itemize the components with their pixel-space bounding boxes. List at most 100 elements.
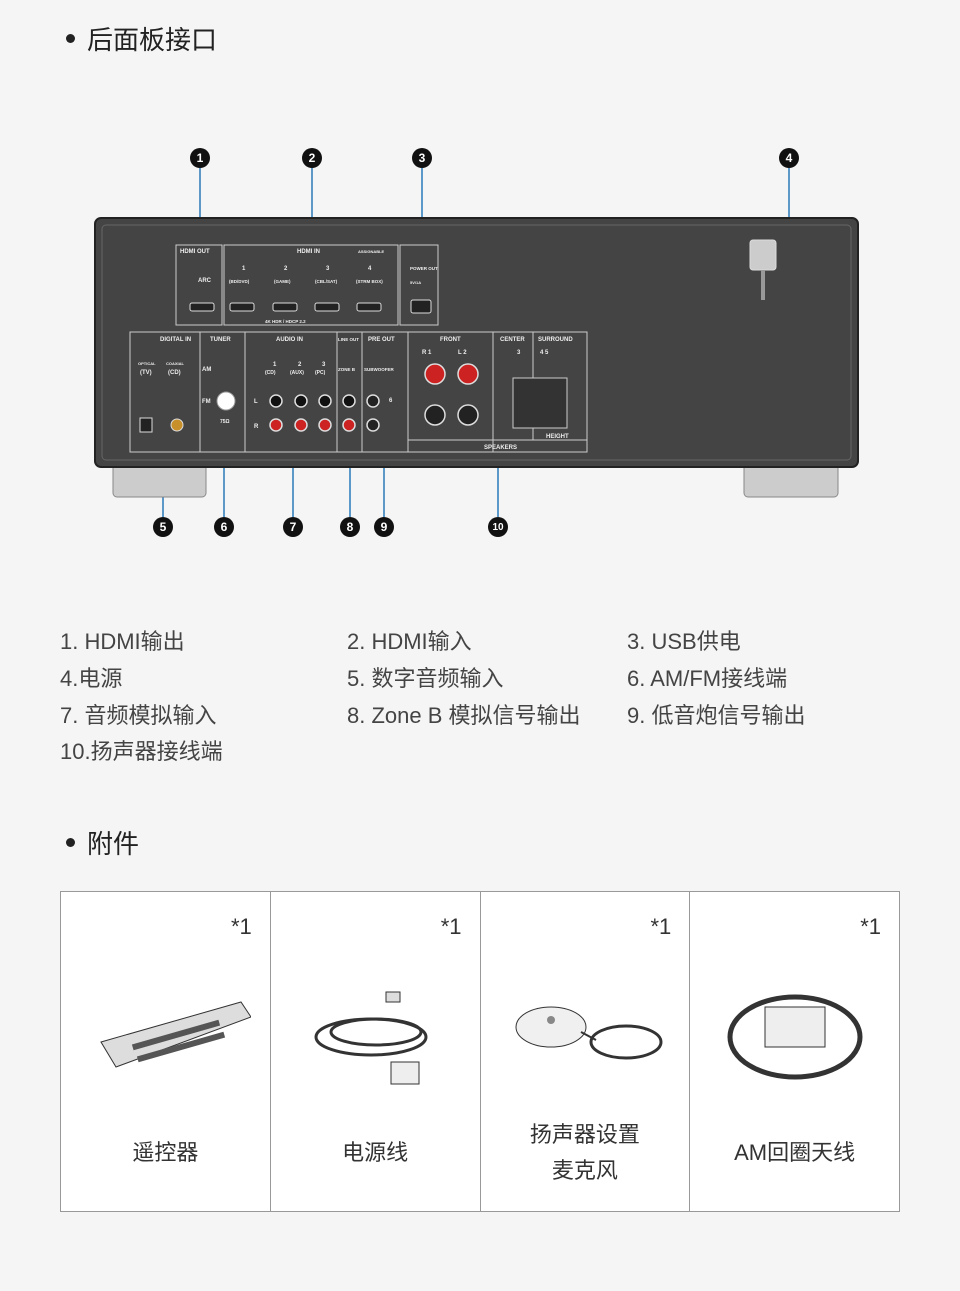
panel-shape <box>175 244 223 326</box>
quantity: *1 <box>650 914 672 939</box>
panel-shape <box>223 244 399 326</box>
panel-shape <box>424 363 446 385</box>
panel-label: FM <box>202 399 211 405</box>
panel-label: (PC) <box>315 370 326 376</box>
callout-9: 9 <box>374 517 394 537</box>
panel-label: SPEAKERS <box>484 445 517 451</box>
panel-label: 4K HDR / HDCP 2.2 <box>265 319 306 324</box>
panel-shape <box>170 418 184 432</box>
panel-shape <box>366 394 380 408</box>
section-rear-panel-title: 后面板接口 <box>66 20 217 57</box>
accessory-label: 扬声器设置 <box>529 1122 640 1147</box>
panel-label: (TV) <box>140 370 152 376</box>
panel-label: 3 <box>326 266 330 272</box>
panel-shape <box>314 302 340 312</box>
accessory-am-loop-antenna: *1 AM回圈天线 <box>690 892 899 1211</box>
panel-shape <box>229 302 255 312</box>
panel-shape <box>546 1016 555 1024</box>
panel-shape <box>589 1024 662 1060</box>
legend-item: 1. HDMI输出 <box>60 629 185 654</box>
accessory-label-line2: 麦克风 <box>551 1158 618 1183</box>
accessory-power-cord: *1 电源线 <box>271 892 481 1211</box>
quantity: *1 <box>230 914 252 939</box>
legend-item: 3. USB供电 <box>627 629 741 654</box>
accessory-label: AM回圈天线 <box>734 1140 856 1165</box>
title-text: 后面板接口 <box>87 25 218 55</box>
panel-label: ZONE B <box>338 367 356 372</box>
accessory-setup-mic: *1 扬声器设置 麦克风 <box>481 892 691 1211</box>
microphone-image <box>515 1006 662 1060</box>
panel-shape <box>318 418 332 432</box>
panel-shape <box>131 1019 226 1063</box>
panel-shape <box>318 394 332 408</box>
legend-item: 2. HDMI输入 <box>347 629 472 654</box>
panel-label: TUNER <box>210 337 231 343</box>
callout-10: 10 <box>488 517 508 537</box>
panel-label: (AUX) <box>290 370 304 376</box>
panel-shape <box>136 1031 226 1063</box>
panel-shape <box>764 1006 826 1048</box>
panel-shape <box>457 404 479 426</box>
accessories-table: *1 遥控器 *1 电源线 *1 扬声器设置 麦克风 *1 AM回圈天线 <box>60 891 900 1212</box>
panel-label: R 1 <box>422 350 432 356</box>
panel-shape <box>269 394 283 408</box>
panel-shape <box>410 299 432 314</box>
power-cord-image <box>314 991 428 1085</box>
panel-shape <box>356 302 382 312</box>
panel-shape <box>189 302 215 312</box>
panel-shape <box>390 1061 420 1085</box>
panel-label: (CBL/SAT) <box>315 279 338 284</box>
panel-label: SUBWOOFER <box>364 367 394 372</box>
panel-shape <box>424 404 446 426</box>
panel-label: (GAME) <box>274 279 291 284</box>
rear-panel-diagram: HDMI OUT ARC HDMI IN ASSIGNABLE 1(BD/DVD… <box>94 168 859 517</box>
bullet-icon <box>66 838 75 847</box>
label-arc: ARC <box>198 278 212 284</box>
callout-1: 1 <box>190 148 210 168</box>
legend-item: 7. 音频模拟输入 <box>60 703 217 728</box>
label-hdmi-in: HDMI IN <box>297 249 320 255</box>
panel-label: OPTICAL <box>138 361 156 366</box>
panel-label: SURROUND <box>538 337 573 343</box>
panel-label: 3 <box>517 350 521 356</box>
panel-shape <box>749 239 777 271</box>
panel-label: (CD) <box>265 370 276 376</box>
chassis <box>94 217 859 468</box>
section-accessories-title: 附件 <box>66 824 139 861</box>
legend-item: 5. 数字音频输入 <box>347 666 504 691</box>
legend-item: 10.扬声器接线端 <box>60 739 223 764</box>
panel-label: (STRM BOX) <box>356 279 383 284</box>
panel-shape <box>129 244 588 453</box>
panel-shape <box>580 1031 596 1041</box>
callout-5: 5 <box>153 517 173 537</box>
bullet-icon <box>66 34 75 43</box>
panel-label: 2 <box>284 266 288 272</box>
panel-shape <box>269 363 479 432</box>
panel-label: (CD) <box>168 370 181 376</box>
callout-7: 7 <box>283 517 303 537</box>
panel-shape <box>216 391 236 411</box>
panel-label: POWER OUT <box>410 266 438 271</box>
panel-label: 3 <box>322 362 326 368</box>
legend-item: 6. AM/FM接线端 <box>627 666 788 691</box>
panel-label: LINE OUT <box>338 337 359 342</box>
panel-label: FRONT <box>440 337 461 343</box>
panel-shape <box>342 418 356 432</box>
legend-item: 8. Zone B 模拟信号输出 <box>347 703 581 728</box>
panel-label: PRE OUT <box>368 337 395 343</box>
panel-shape <box>101 224 852 461</box>
remote-control-image <box>100 1001 251 1068</box>
callout-6: 6 <box>214 517 234 537</box>
panel-label: 75Ω <box>220 419 230 425</box>
panel-shape <box>399 244 439 326</box>
panel-shape <box>294 394 308 408</box>
panel-label: COAXIAL <box>166 361 185 366</box>
panel-label: L 2 <box>458 350 467 356</box>
panel-shape <box>385 991 401 1003</box>
panel-label: DIGITAL IN <box>160 337 191 343</box>
panel-label: AM <box>202 367 211 373</box>
panel-shape: HDMI OUT ARC HDMI IN ASSIGNABLE 1(BD/DVD… <box>138 249 573 451</box>
panel-label: L <box>254 399 258 405</box>
panel-label: 2 <box>298 362 302 368</box>
